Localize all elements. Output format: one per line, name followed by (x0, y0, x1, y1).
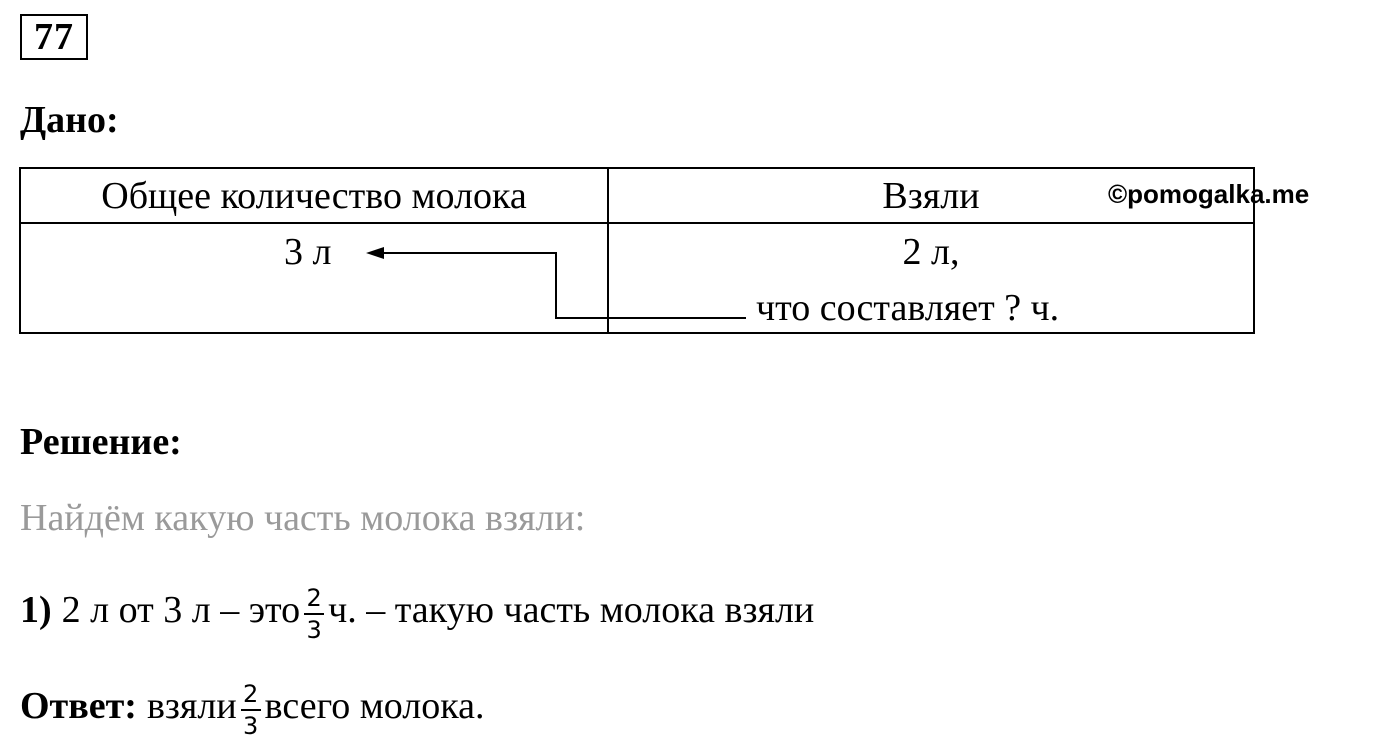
answer-fraction: 2 3 (240, 680, 261, 740)
answer-fraction-denominator: 3 (243, 712, 259, 740)
step-fraction: 2 3 (304, 584, 325, 644)
table-cell-taken-value: 2 л, (902, 231, 960, 273)
answer-text-before: взяли (146, 685, 237, 727)
table-header-total: Общее количество молока (101, 175, 527, 217)
answer-fraction-numerator: 2 (243, 680, 259, 708)
table-borders (19, 167, 1255, 334)
answer-text-after: всего молока. (264, 685, 485, 727)
fraction-bar (240, 709, 261, 711)
table-cell-taken-note: что составляет ? ч. (756, 287, 1060, 329)
step-number: 1) (20, 589, 52, 631)
arrow-head-icon (366, 247, 384, 259)
solution-heading: Решение: (20, 421, 182, 463)
solution-intro: Найдём какую часть молока взяли: (20, 497, 586, 539)
step-fraction-denominator: 3 (306, 616, 322, 644)
table-cell-total-value: 3 л (284, 231, 332, 273)
step-text-before: 2 л от 3 л – это (61, 589, 301, 631)
step-fraction-numerator: 2 (306, 584, 322, 612)
solution-step-1: 1) 2 л от 3 л – это 2 3 ч. – такую часть… (20, 572, 814, 648)
answer-label: Ответ: (20, 685, 137, 727)
fraction-bar (304, 613, 325, 615)
watermark: ©pomogalka.me (1108, 179, 1310, 209)
step-text-after: ч. – такую часть молока взяли (328, 589, 815, 631)
answer-line: Ответ: взяли 2 3 всего молока. (20, 668, 485, 744)
table-header-taken: Взяли (882, 175, 980, 217)
problem-number: 77 (20, 14, 88, 60)
given-heading: Дано: (20, 99, 119, 141)
arrow-connector (380, 252, 746, 319)
